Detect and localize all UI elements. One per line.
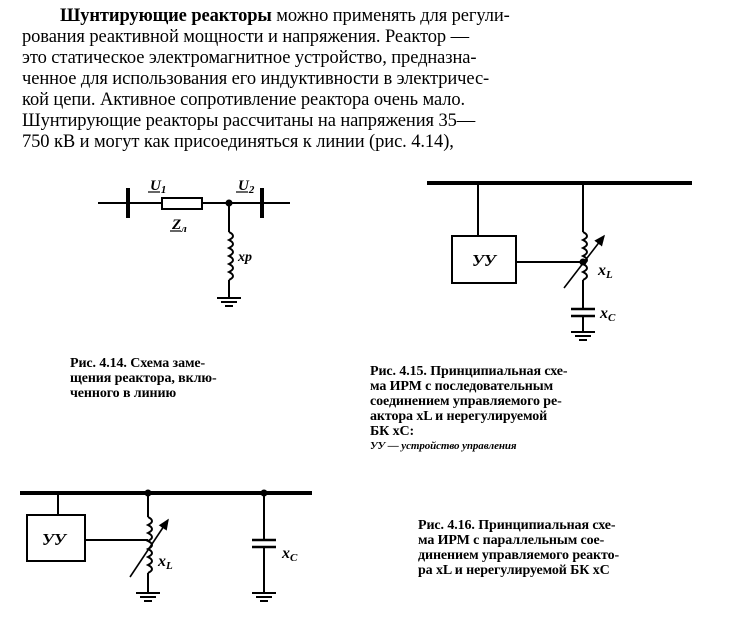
caption-line: Рис. 4.15. Принципиальная схе- (370, 364, 568, 379)
reactor-coil (580, 231, 588, 281)
caption-line: ма ИРМ с последовательным (370, 379, 554, 394)
caption-line: щения реактора, вклю- (70, 371, 217, 386)
caption-line: актора xL и нерегулируемой (370, 409, 548, 424)
label-box: УУ (42, 530, 68, 549)
label-xc: xC (599, 305, 616, 324)
caption-fig-4-16: Рис. 4.16. Принципиальная схе- ма ИРМ с … (418, 518, 728, 578)
caption-line: Рис. 4.16. Принципиальная схе- (418, 518, 616, 533)
bold-term: Шунтирующие реакторы (60, 6, 272, 26)
caption-fig-4-14: Рис. 4.14. Схема заме- щения реактора, в… (70, 356, 338, 401)
label-xl: xL (157, 553, 173, 572)
impedance-box (161, 197, 203, 210)
figure-4-15-labels: УУ xL xC (472, 251, 616, 324)
figure-4-15-diagram (427, 181, 692, 341)
label-zl: Zл (171, 217, 187, 235)
label-box: УУ (472, 251, 498, 270)
label-xc: xC (281, 545, 298, 564)
paragraph-line: Шунтирующие реакторы можно применять для… (22, 6, 727, 27)
label-xp: xp (237, 250, 252, 265)
paragraph-line: рования реактивной мощности и напряжения… (22, 27, 469, 47)
label-xl: xL (597, 262, 613, 281)
caption-line: динением управляемого реакто- (418, 548, 620, 563)
adjust-arrow (129, 518, 169, 578)
paragraph-text: можно применять для регули- (271, 6, 510, 26)
figure-4-14-labels: U1 U2 Zл xp (148, 178, 255, 265)
label-u2: U2 (238, 178, 255, 196)
caption-line: ма ИРМ с параллельным сое- (418, 533, 605, 548)
label-u1: U1 (150, 178, 166, 196)
caption-fig-4-15: Рис. 4.15. Принципиальная схе- ма ИРМ с … (370, 364, 720, 454)
adjust-arrow (563, 234, 605, 289)
paragraph-line: 750 кВ и могут как присоединяться к лини… (22, 132, 454, 152)
figure-4-14-diagram (98, 188, 290, 307)
body-paragraph: Шунтирующие реакторы можно применять для… (22, 6, 727, 153)
caption-line: БК xC: (370, 424, 415, 439)
caption-line: ра xL и нерегулируемой БК xC (418, 563, 610, 578)
control-box (451, 235, 517, 284)
control-box (26, 514, 86, 562)
paragraph-line: это статическое электромагнитное устройс… (22, 48, 477, 68)
caption-note: УУ — устройство управления (370, 440, 517, 452)
caption-line: ченного в линию (70, 386, 177, 401)
paragraph-line: Шунтирующие реакторы рассчитаны на напря… (22, 111, 476, 131)
reactor-coil (226, 231, 234, 281)
caption-line: Рис. 4.14. Схема заме- (70, 356, 206, 371)
paragraph-line: ченное для использования его индуктивнос… (22, 69, 490, 89)
paragraph-line: кой цепи. Активное сопротивление реактор… (22, 90, 466, 110)
figure-4-16-diagram (20, 489, 312, 602)
caption-line: соединением управляемого ре- (370, 394, 562, 409)
figure-4-16-labels: УУ xL xC (42, 530, 298, 572)
